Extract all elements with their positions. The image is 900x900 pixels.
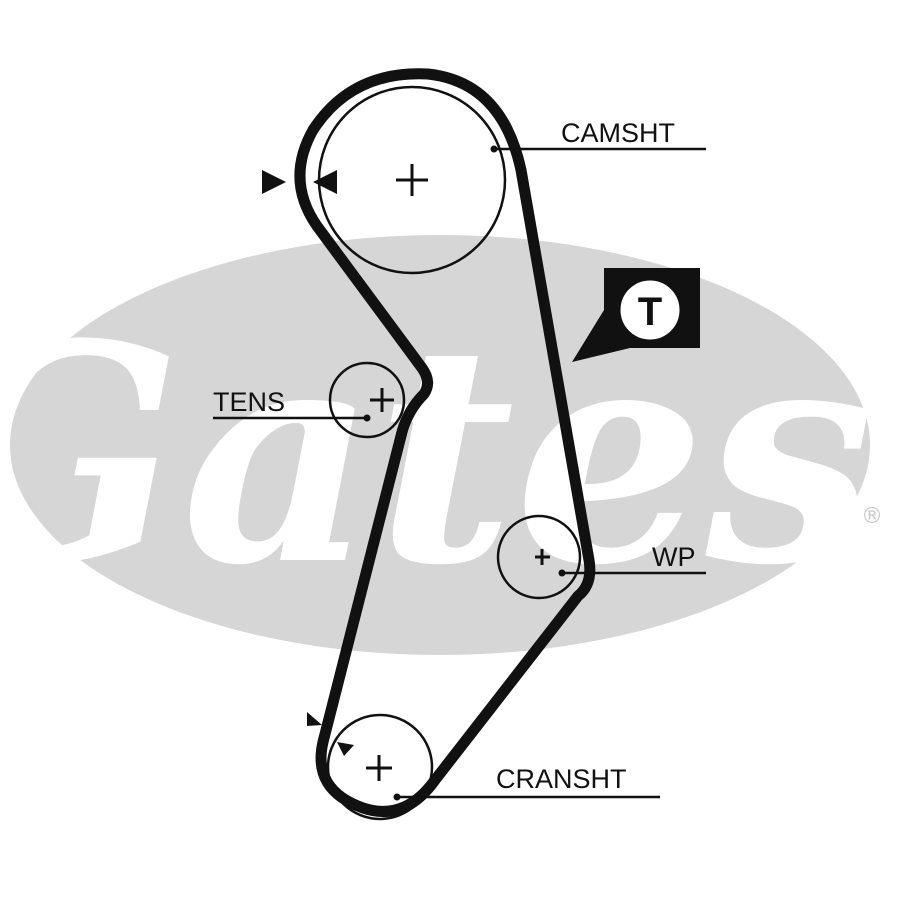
registered-mark: ® [861, 504, 883, 529]
camshaft-leader-dot [490, 145, 498, 153]
camshaft-center-icon [396, 164, 428, 196]
cam-timing-mark-left-icon [262, 170, 286, 194]
tensioner-label: TENS [213, 387, 285, 417]
leader-lines [213, 147, 706, 799]
cam-timing-mark-right-icon [313, 170, 337, 194]
timing-marks [262, 170, 354, 756]
timing-belt [294, 68, 596, 817]
camshaft-label: CAMSHT [561, 118, 675, 148]
water-pump-pulley [496, 514, 582, 600]
gates-logo-watermark: Gates ® [0, 235, 883, 655]
tension-marker-text: T [638, 290, 662, 334]
logo-wordmark: Gates [0, 278, 874, 631]
crankshaft-pulley [326, 713, 434, 821]
crankshaft-center-icon [366, 755, 392, 781]
crank-timing-mark-inner-icon [337, 742, 354, 756]
crankshaft-label: CRANSHT [496, 764, 627, 794]
tension-callout-circle [617, 277, 683, 343]
crank-timing-mark-outer-icon [307, 712, 322, 726]
water-pump-center-icon [535, 549, 550, 565]
water-pump-leader-dot [558, 569, 566, 577]
tensioner-leader-dot [363, 414, 371, 422]
tensioner-pulley [328, 361, 406, 439]
tensioner-center-icon [370, 388, 394, 412]
pulley-centers [366, 164, 550, 781]
tension-callout: T [572, 268, 700, 362]
water-pump-label: WP [652, 542, 696, 572]
crankshaft-leader-dot [393, 793, 401, 801]
